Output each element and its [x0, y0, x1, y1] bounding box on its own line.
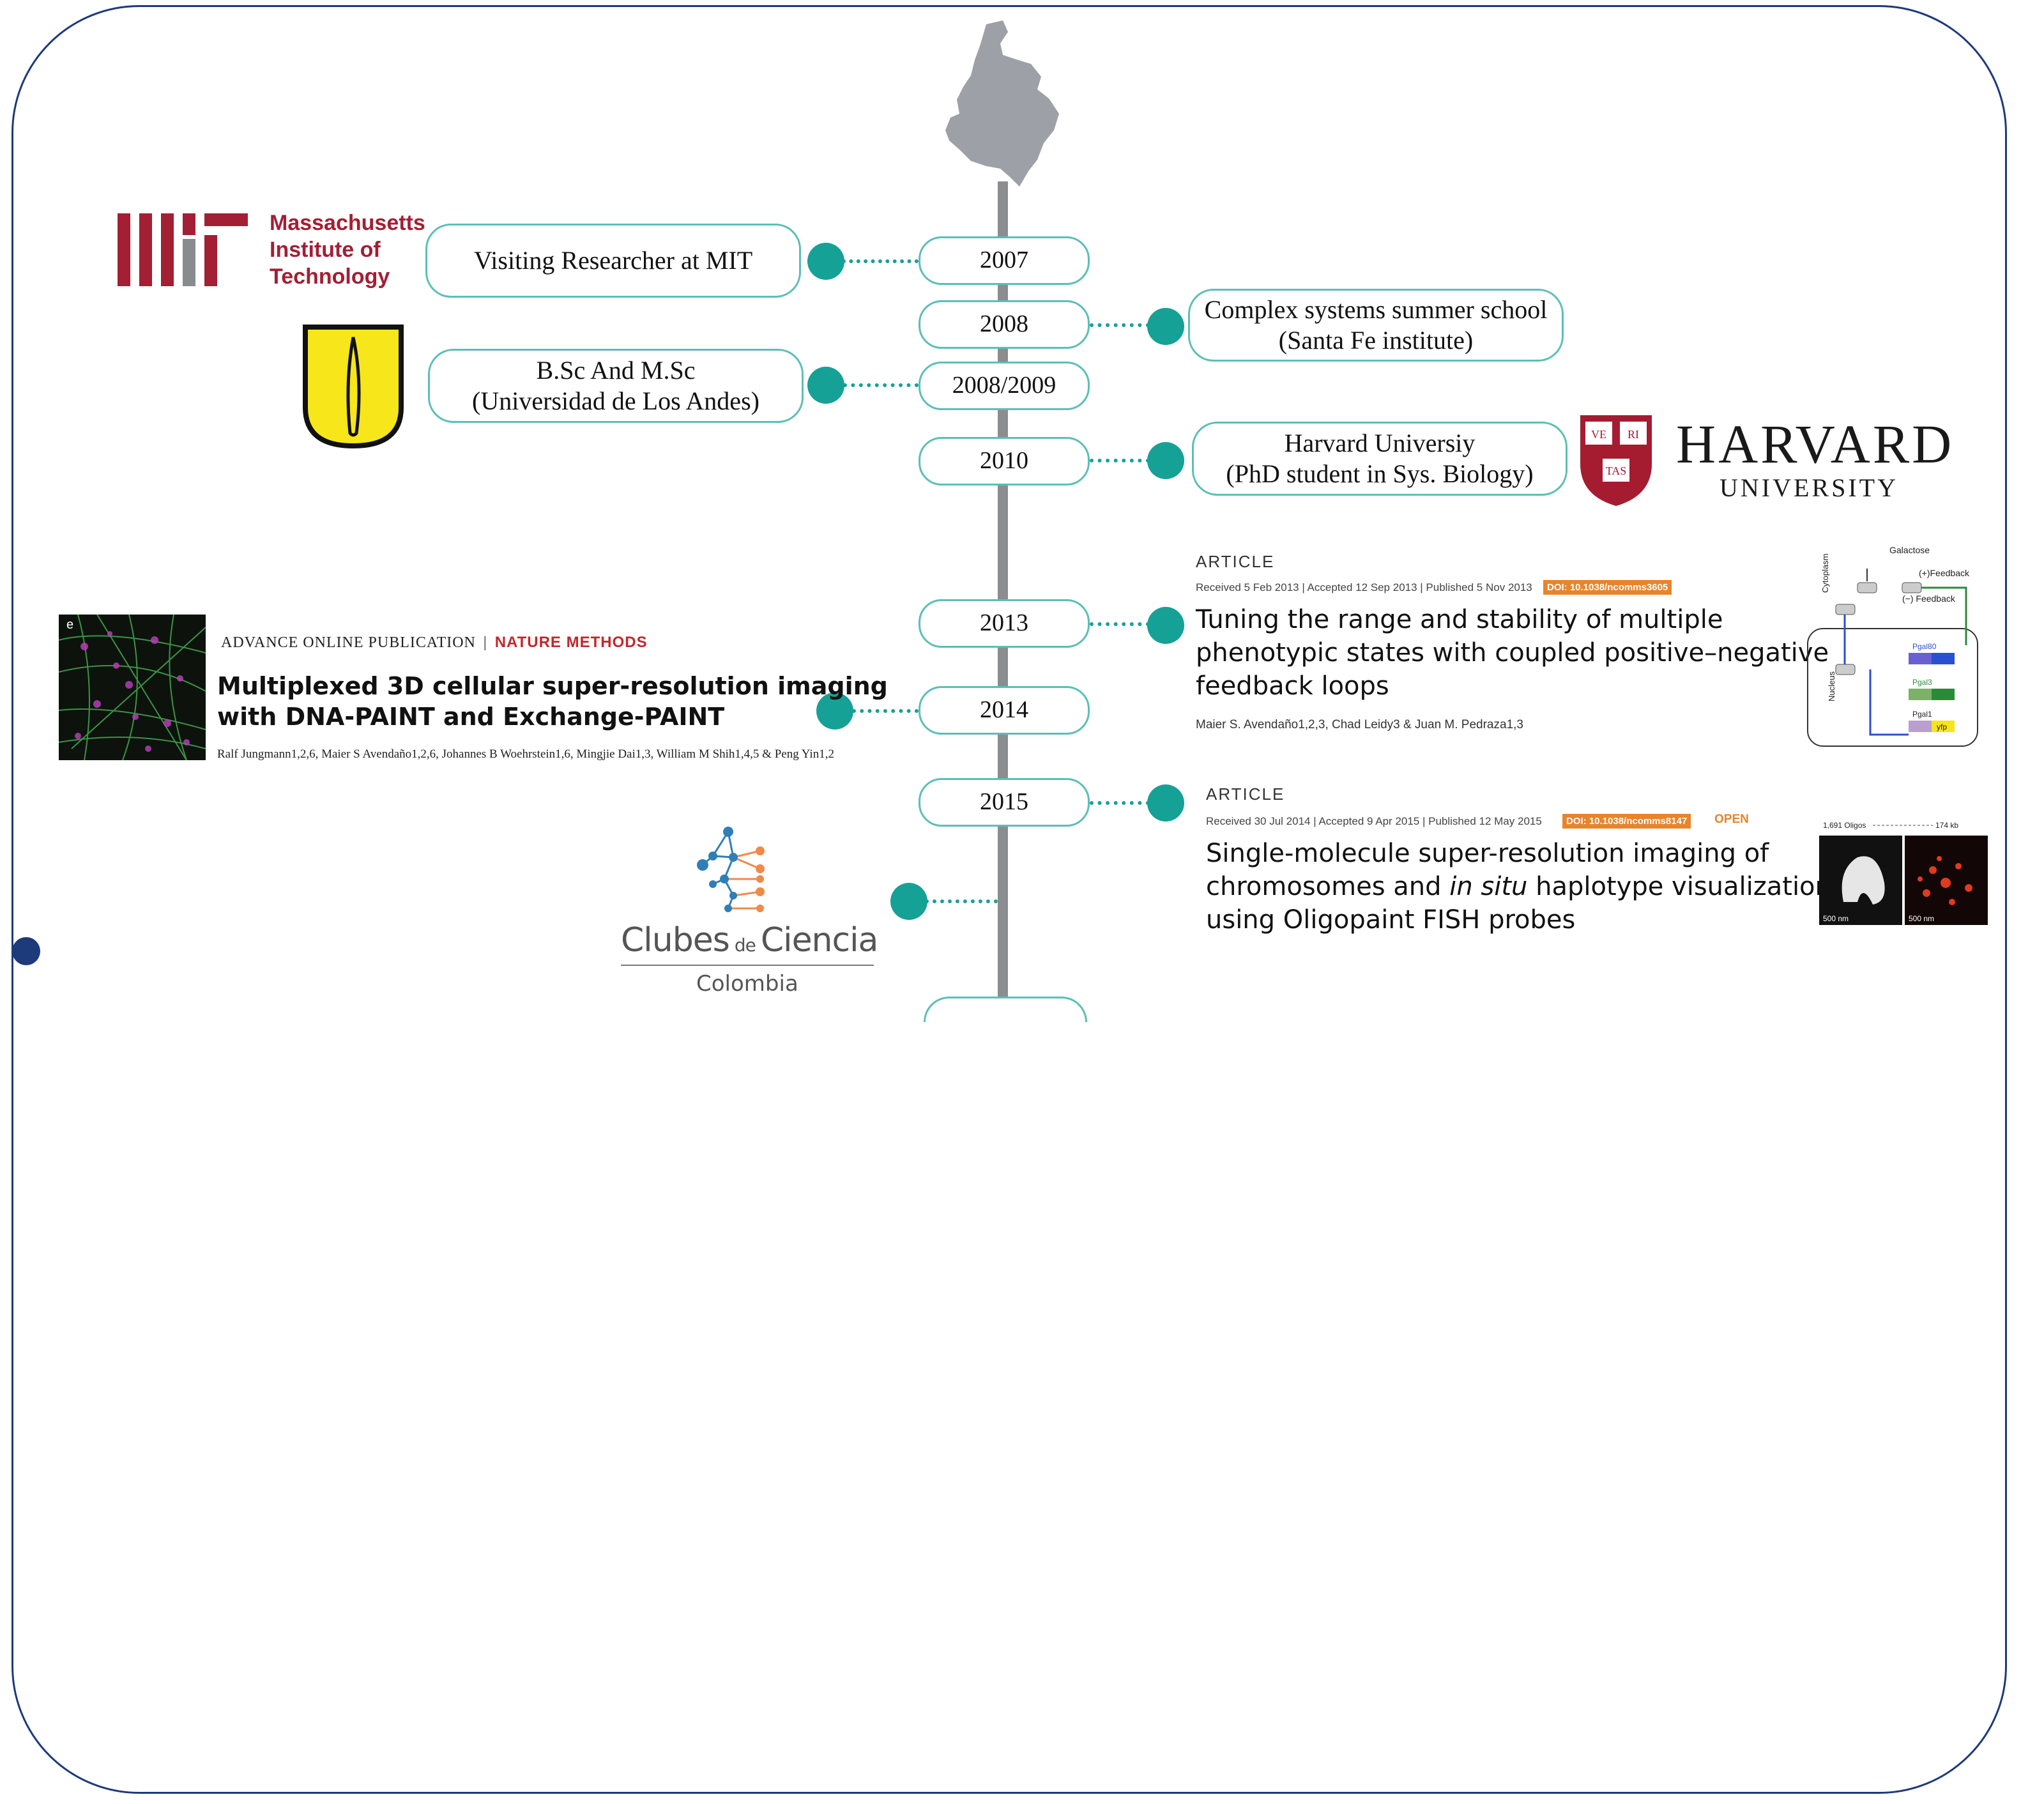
- harvard-card: Harvard Universiy(PhD student in Sys. Bi…: [1192, 422, 1567, 496]
- article-doi: DOI: 10.1038/ncomms8147: [1562, 814, 1691, 829]
- nature-methods-authors: Ralf Jungmann1,2,6, Maier S Avendaño1,2,…: [217, 747, 834, 761]
- article-dates: Received 5 Feb 2013 | Accepted 12 Sep 20…: [1196, 581, 1532, 593]
- article-label: ARTICLE: [1206, 784, 1285, 804]
- year-label: 2013: [980, 609, 1028, 637]
- colombia-map-icon: [945, 20, 1059, 187]
- connector: [1090, 622, 1150, 626]
- timeline-node: [816, 692, 853, 730]
- mit-logo-icon: [118, 213, 248, 286]
- year-2008-2009: 2008/2009: [919, 362, 1090, 410]
- year-label: 2008: [980, 310, 1028, 338]
- svg-text:TAS: TAS: [1606, 464, 1627, 477]
- timeline-node: [1147, 607, 1184, 644]
- year-next-partial: [924, 997, 1087, 1022]
- santafe-card: Complex systems summer school(Santa Fe i…: [1188, 289, 1564, 362]
- year-2013: 2013: [919, 599, 1090, 648]
- svg-text:Cytoplasm: Cytoplasm: [1820, 554, 1830, 593]
- year-label: 2014: [980, 696, 1028, 724]
- svg-text:(−) Feedback: (−) Feedback: [1902, 593, 1956, 604]
- card-text: Complex systems summer school(Santa Fe i…: [1204, 295, 1548, 355]
- svg-text:500 nm: 500 nm: [1909, 914, 1934, 923]
- svg-text:e: e: [66, 618, 73, 632]
- year-2010: 2010: [919, 437, 1090, 485]
- svg-text:Pgal80: Pgal80: [1912, 642, 1937, 651]
- year-label: 2010: [980, 447, 1028, 475]
- feedback-loop-diagram: Galactose (+)Feedback (−) Feedback Cytop…: [1807, 545, 1978, 747]
- mit-name: Massachusetts Institute of Technology: [270, 211, 425, 289]
- svg-text:Pgal3: Pgal3: [1912, 678, 1932, 687]
- super-resolution-figure-image: 1,691 Oligos 174 kb 500 nm 500 nm: [1819, 821, 1988, 925]
- svg-text:Nucleus: Nucleus: [1827, 671, 1836, 701]
- clubes-subtitle: Colombia: [696, 971, 798, 997]
- year-2015: 2015: [919, 778, 1090, 827]
- year-label: 2007: [980, 247, 1028, 274]
- connector: [852, 709, 919, 713]
- svg-text:yfp: yfp: [1937, 722, 1947, 731]
- harvard-wordmark: HARVARD: [1676, 413, 1955, 475]
- svg-text:1,691 Oligos: 1,691 Oligos: [1823, 821, 1866, 830]
- svg-text:Galactose: Galactose: [1889, 545, 1930, 555]
- svg-text:VE: VE: [1591, 428, 1606, 441]
- clubes-divider: [621, 965, 874, 966]
- year-2014: 2014: [919, 686, 1090, 735]
- page-frame: [11, 5, 2007, 1794]
- nature-methods-title: Multiplexed 3D cellular super-resolution…: [217, 672, 888, 731]
- timeline-node: [1147, 784, 1184, 822]
- card-text: B.Sc And M.Sc(Universidad de Los Andes): [472, 356, 759, 415]
- card-text: Harvard Universiy(PhD student in Sys. Bi…: [1226, 429, 1534, 488]
- paper-2015-title: Single-molecule super-resolution imaging…: [1206, 839, 1831, 935]
- svg-text:500 nm: 500 nm: [1823, 914, 1849, 923]
- svg-text:Pgal1: Pgal1: [1912, 710, 1932, 719]
- year-2007: 2007: [919, 236, 1090, 285]
- frame-dot: [12, 937, 40, 965]
- paper-2013-title: Tuning the range and stability of multip…: [1196, 605, 1829, 701]
- nature-methods-header: ADVANCE ONLINE PUBLICATION|NATURE METHOD…: [221, 634, 648, 651]
- uniandes-logo-icon: [303, 325, 404, 448]
- year-2008: 2008: [919, 300, 1090, 349]
- article-dates: Received 30 Jul 2014 | Accepted 9 Apr 20…: [1206, 815, 1542, 827]
- paper-2013-authors: Maier S. Avendaño1,2,3, Chad Leidy3 & Ju…: [1196, 718, 1523, 731]
- card-text: Visiting Researcher at MIT: [473, 246, 753, 275]
- timeline-node: [1147, 442, 1184, 479]
- svg-text:RI: RI: [1628, 428, 1639, 441]
- harvard-shield-icon: VE RI TAS: [1580, 415, 1652, 506]
- connector: [1090, 323, 1150, 327]
- article-label: ARTICLE: [1196, 552, 1275, 571]
- mit-card: Visiting Researcher at MIT: [425, 224, 801, 298]
- andes-card: B.Sc And M.Sc(Universidad de Los Andes): [428, 349, 804, 423]
- connector: [1090, 459, 1150, 462]
- svg-text:(+)Feedback: (+)Feedback: [1919, 568, 1970, 578]
- timeline-node: [1147, 308, 1184, 345]
- year-label: 2015: [980, 788, 1028, 816]
- harvard-subtitle: UNIVERSITY: [1720, 473, 1898, 502]
- timeline-node: [807, 243, 844, 280]
- open-access-badge: OPEN: [1714, 813, 1749, 826]
- connector: [925, 899, 998, 903]
- connector: [843, 383, 919, 387]
- timeline-node: [807, 367, 844, 404]
- connector: [842, 259, 919, 263]
- svg-text:174 kb: 174 kb: [1935, 821, 1958, 830]
- article-doi: DOI: 10.1038/ncomms3605: [1543, 580, 1672, 595]
- connector: [1090, 801, 1150, 805]
- year-label: 2008/2009: [952, 372, 1056, 399]
- clubes-de-ciencia-logo-icon: [697, 827, 765, 912]
- timeline-node: [890, 883, 927, 920]
- microscopy-figure-image: e: [59, 615, 206, 760]
